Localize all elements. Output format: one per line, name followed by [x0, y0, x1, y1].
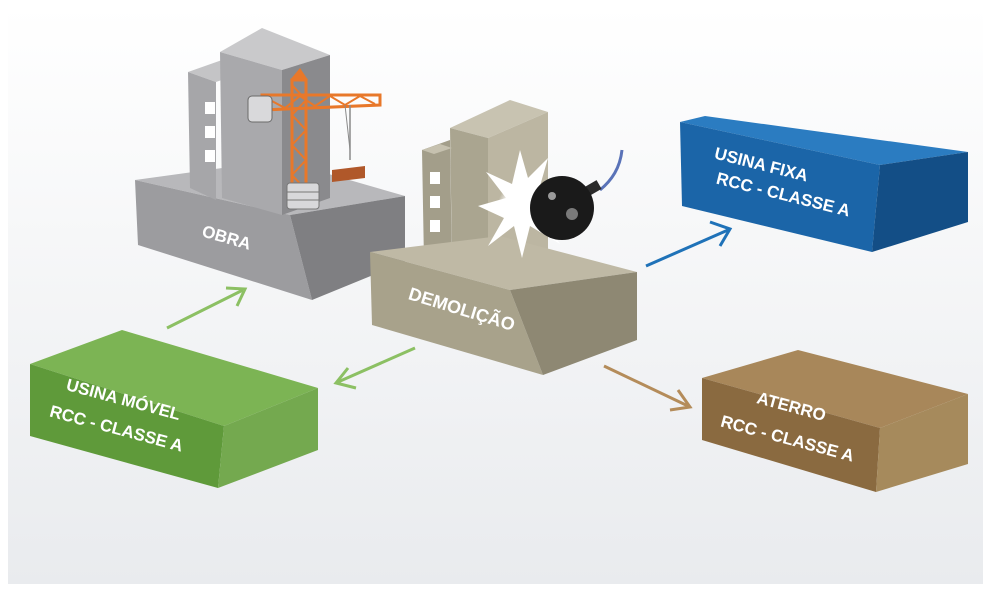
node-demolicao: DEMOLIÇÃO	[370, 100, 637, 375]
bomb-icon	[530, 149, 624, 240]
window-icon	[430, 220, 440, 232]
node-obra: OBRA	[135, 28, 405, 300]
node-aterro: ATERRO RCC - CLASSE A	[702, 350, 968, 492]
crane-icon	[247, 68, 382, 210]
arrow-demolicao-to-usina-movel	[333, 346, 416, 390]
node-usina-fixa: USINA FIXA RCC - CLASSE A	[680, 116, 968, 252]
explosion-icon	[478, 150, 578, 258]
window-icon	[205, 102, 215, 114]
window-icon	[430, 172, 440, 184]
window-icon	[205, 150, 215, 162]
arrow-demolicao-to-aterro	[603, 364, 693, 412]
arrow-usina-movel-to-obra	[166, 286, 248, 330]
window-icon	[205, 126, 215, 138]
arrow-demolicao-to-usina-fixa	[645, 220, 733, 268]
window-icon	[430, 196, 440, 208]
node-usina-movel: USINA MÓVEL RCC - CLASSE A	[30, 330, 318, 488]
